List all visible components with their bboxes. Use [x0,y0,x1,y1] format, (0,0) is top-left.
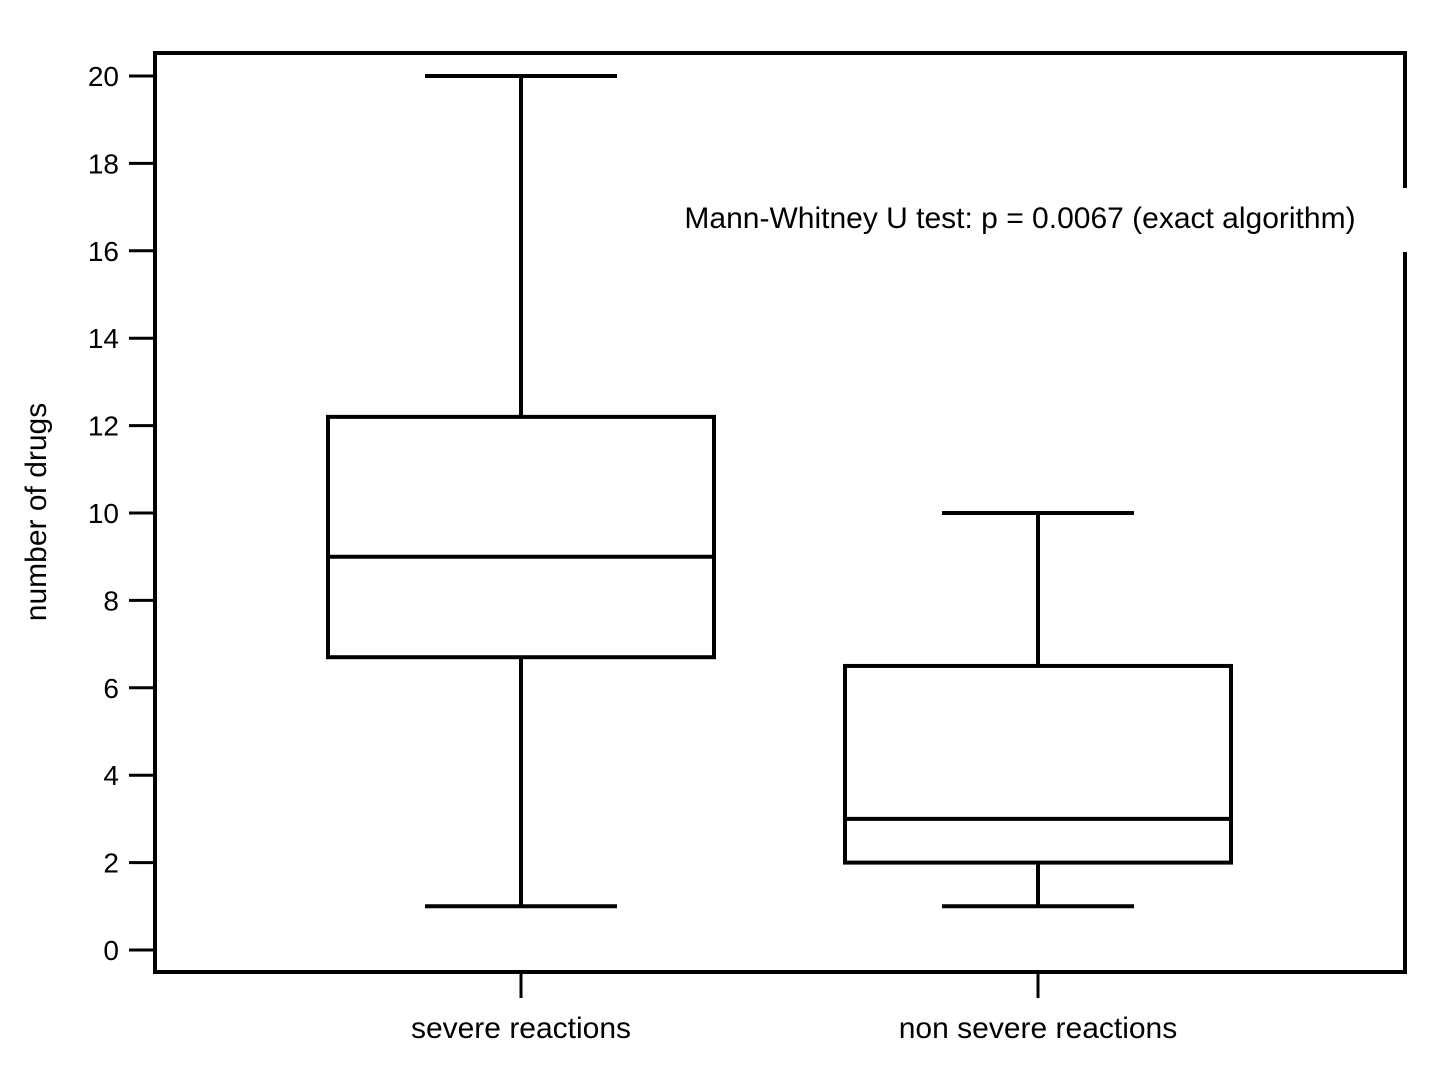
y-tick-label: 16 [88,236,119,267]
iqr-box [326,414,716,660]
annotation-text: Mann-Whitney U test: p = 0.0067 (exact a… [684,202,1355,235]
y-tick-label: 14 [88,323,119,354]
y-tick-label: 8 [103,585,119,616]
y-tick-label: 4 [103,760,119,791]
box-group [843,511,1233,909]
y-tick-label: 12 [88,411,119,442]
y-tick-label: 2 [103,848,119,879]
boxes [326,74,1233,909]
box-group [326,74,716,909]
iqr-box [843,663,1233,865]
y-axis: 0 2 4 6 8 10 12 14 16 18 20 [88,61,155,966]
x-axis: severe reactions non severe reactions [411,972,1177,1045]
y-tick-label: 10 [88,498,119,529]
y-tick-label: 20 [88,61,119,92]
y-tick-label: 0 [103,935,119,966]
x-category-label: non severe reactions [899,1012,1178,1045]
annotation-background [640,188,1410,252]
x-category-label: severe reactions [411,1012,631,1045]
y-axis-label: number of drugs [20,403,53,621]
y-tick-label: 18 [88,148,119,179]
y-tick-label: 6 [103,673,119,704]
